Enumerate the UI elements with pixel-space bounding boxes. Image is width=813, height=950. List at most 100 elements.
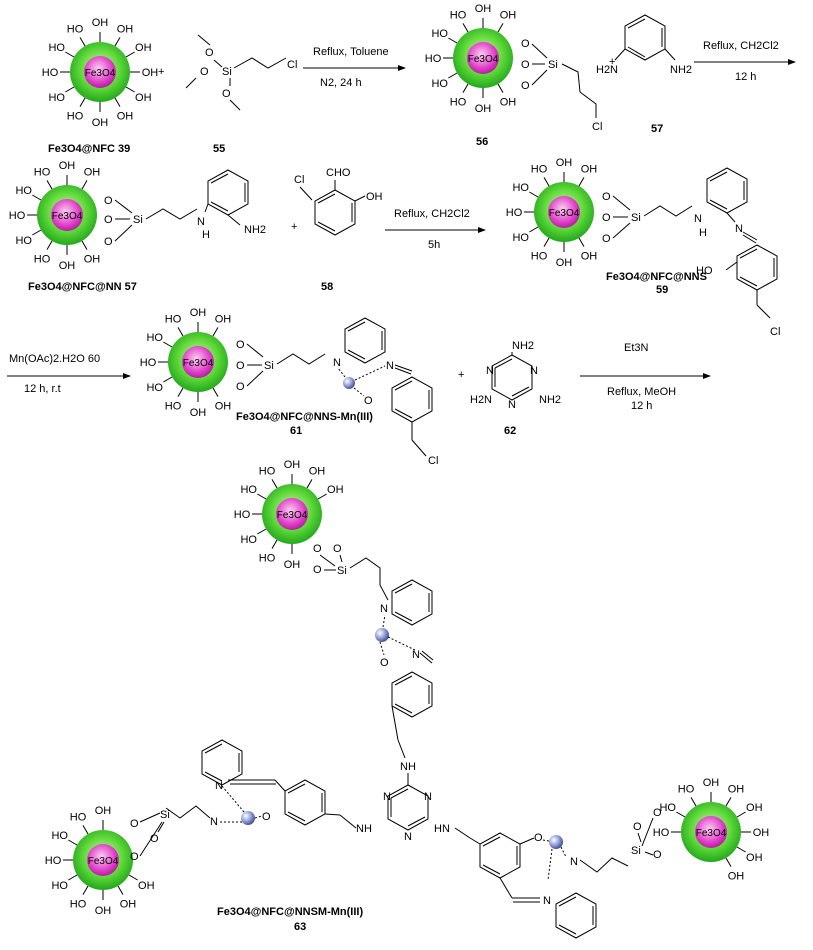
label-56: 56 bbox=[476, 136, 488, 148]
compound-58: Cl CHO OH bbox=[294, 167, 383, 236]
reaction-arrow-2: Reflux, CH2Cl2 12 h bbox=[694, 40, 796, 83]
hydroxyl-label: HO bbox=[653, 827, 670, 839]
svg-text:N: N bbox=[404, 831, 412, 843]
svg-text:Si: Si bbox=[133, 214, 143, 226]
hydroxyl-label: OH bbox=[500, 96, 517, 108]
hydroxyl-label: OH bbox=[746, 802, 763, 814]
svg-text:Reflux, Toluene: Reflux, Toluene bbox=[313, 46, 389, 58]
hydroxyl-label: HO bbox=[67, 110, 84, 122]
hydroxyl-bond bbox=[271, 539, 278, 549]
svg-text:O: O bbox=[236, 360, 245, 372]
svg-text:O: O bbox=[104, 195, 113, 207]
hydroxyl-label: HO bbox=[48, 42, 65, 54]
mn-sphere bbox=[241, 811, 255, 825]
hydroxyl-label: HO bbox=[15, 235, 32, 247]
hydroxyl-bond bbox=[271, 479, 278, 489]
hydroxyl-label: HO bbox=[34, 253, 51, 265]
hydroxyl-label: HO bbox=[431, 28, 448, 40]
hydroxyl-label: HO bbox=[51, 880, 68, 892]
svg-text:NH: NH bbox=[356, 823, 372, 835]
hydroxyl-label: OH bbox=[327, 484, 344, 496]
hydroxyl-label: OH bbox=[500, 10, 517, 22]
compound-57b-linker: O O O Si N H NH2 bbox=[104, 169, 266, 248]
hydroxyl-bond bbox=[82, 885, 89, 895]
svg-text:Si: Si bbox=[337, 565, 347, 577]
hydroxyl-label: OH bbox=[117, 110, 134, 122]
hydroxyl-bond bbox=[79, 37, 86, 47]
compound-55: + O Si O O Cl bbox=[158, 34, 297, 111]
hydroxyl-label: HO bbox=[450, 96, 467, 108]
hydroxyl-bond bbox=[578, 177, 585, 187]
hydroxyl-bond bbox=[46, 180, 53, 190]
hydroxyl-label: OH bbox=[581, 164, 598, 176]
svg-text:CHO: CHO bbox=[326, 167, 351, 179]
hydroxyl-label: HO bbox=[425, 53, 442, 65]
hydroxyl-bond bbox=[79, 97, 86, 107]
svg-text:HO: HO bbox=[696, 265, 713, 277]
svg-text:O: O bbox=[521, 80, 530, 92]
hydroxyl-label: OH bbox=[284, 459, 301, 471]
svg-text:+: + bbox=[291, 221, 297, 233]
svg-text:12 h: 12 h bbox=[631, 400, 652, 412]
compound-59-linker: O O O Si N H N HO Cl bbox=[602, 167, 780, 338]
svg-text:O: O bbox=[130, 818, 139, 830]
hydroxyl-label: OH bbox=[92, 117, 109, 129]
svg-text:N: N bbox=[735, 223, 743, 235]
hydroxyl-bond bbox=[163, 376, 173, 383]
hydroxyl-bond bbox=[676, 811, 686, 818]
svg-text:Si: Si bbox=[631, 212, 641, 224]
hydroxyl-label: HO bbox=[512, 182, 529, 194]
svg-text:Cl: Cl bbox=[287, 59, 297, 71]
mn-sphere bbox=[549, 835, 563, 849]
hydroxyl-label: OH bbox=[59, 260, 76, 272]
fe3o4-core bbox=[276, 498, 308, 530]
compound-57: + H2N NH2 bbox=[596, 14, 692, 76]
svg-text:O: O bbox=[130, 851, 139, 863]
fe3o4-core bbox=[467, 42, 499, 74]
svg-text:Si: Si bbox=[264, 360, 274, 372]
svg-text:N: N bbox=[333, 357, 341, 369]
hydroxyl-bond bbox=[448, 37, 458, 44]
hydroxyl-label: OH bbox=[95, 905, 112, 917]
arm-left: O N N Si O O O bbox=[130, 739, 357, 863]
hydroxyl-label: OH bbox=[728, 870, 745, 882]
hydroxyl-bond bbox=[177, 387, 184, 397]
hydroxyl-label: HO bbox=[234, 509, 251, 521]
label-63-num: 63 bbox=[294, 921, 306, 933]
svg-text:N: N bbox=[412, 649, 420, 661]
svg-text:O: O bbox=[262, 811, 271, 823]
hydroxyl-label: HO bbox=[259, 552, 276, 564]
hydroxyl-label: OH bbox=[135, 42, 152, 54]
svg-text:NH: NH bbox=[400, 761, 416, 773]
core-label: Fe3O4 bbox=[52, 211, 83, 222]
hydroxyl-bond bbox=[128, 874, 138, 881]
mn-sphere bbox=[343, 377, 355, 389]
hydroxyl-label: HO bbox=[9, 210, 26, 222]
core-label: Fe3O4 bbox=[88, 856, 119, 867]
svg-text:NH2: NH2 bbox=[539, 394, 561, 406]
svg-text:H2N: H2N bbox=[596, 64, 618, 76]
hydroxyl-label: HO bbox=[678, 784, 695, 796]
label-39: Fe3O4@NFC 39 bbox=[48, 143, 130, 155]
hydroxyl-bond bbox=[543, 177, 550, 187]
hydroxyl-label: OH bbox=[215, 314, 232, 326]
svg-text:OH: OH bbox=[366, 191, 383, 203]
svg-text:O: O bbox=[104, 236, 113, 248]
svg-text:12 h, r.t: 12 h, r.t bbox=[24, 383, 61, 395]
svg-text:Si: Si bbox=[222, 66, 232, 78]
hydroxyl-bond bbox=[46, 240, 53, 250]
hydroxyl-label: OH bbox=[135, 92, 152, 104]
svg-text:N: N bbox=[530, 365, 538, 377]
hydroxyl-label: HO bbox=[450, 10, 467, 22]
compound-56-linker: O O O Si Cl bbox=[521, 38, 602, 133]
svg-text:O: O bbox=[222, 88, 231, 100]
hydroxyl-bond bbox=[736, 811, 746, 818]
svg-text:O: O bbox=[236, 381, 245, 393]
compound-61-complex: O O O Si N N O Cl bbox=[236, 317, 438, 467]
hydroxyl-label: HO bbox=[45, 855, 62, 867]
hydroxyl-label: OH bbox=[475, 3, 492, 15]
hydroxyl-label: HO bbox=[15, 185, 32, 197]
